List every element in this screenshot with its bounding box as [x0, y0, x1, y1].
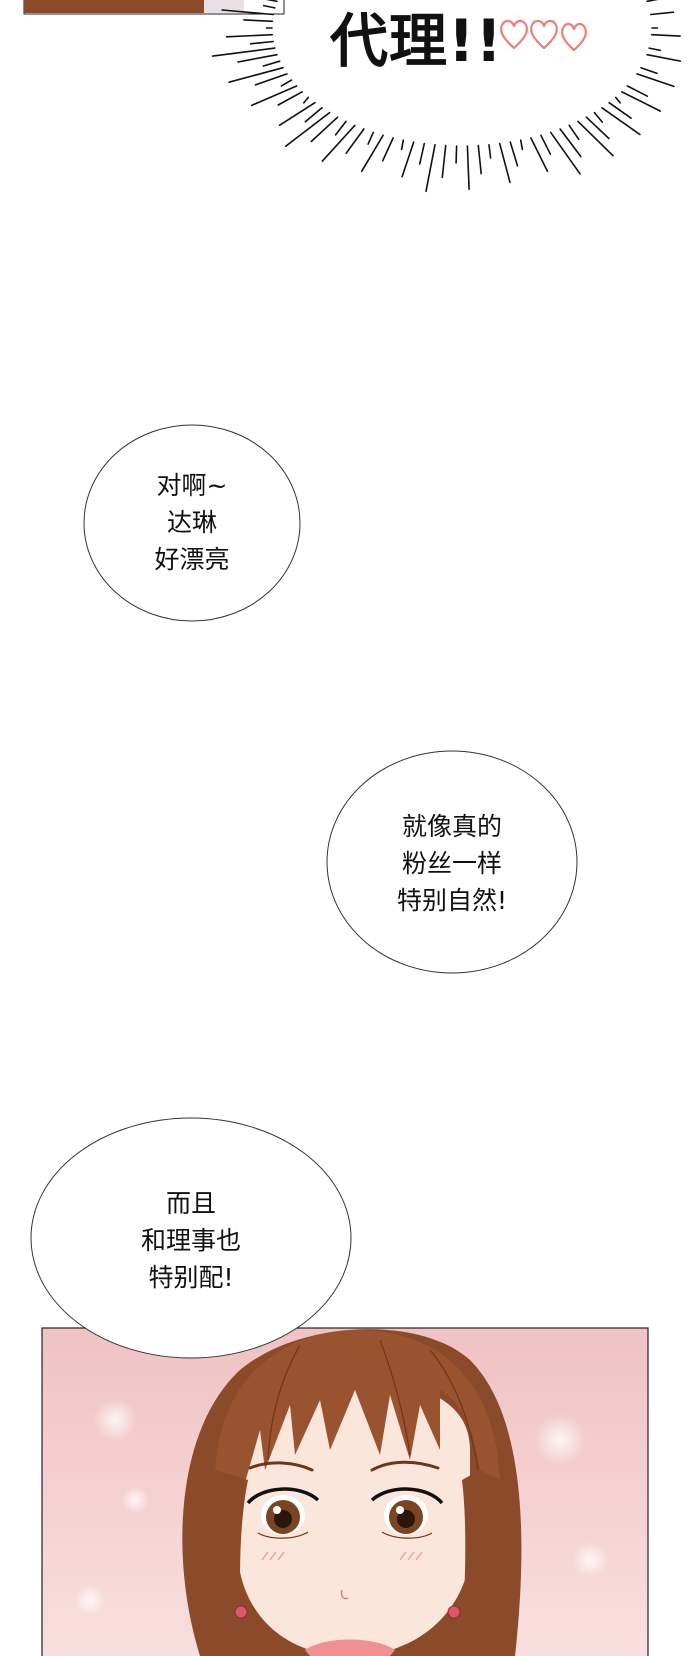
burst-line	[568, 124, 580, 141]
burst-line	[262, 60, 281, 67]
burst-line	[262, 4, 276, 9]
burst-line	[254, 73, 288, 86]
burst-line	[304, 107, 323, 123]
bubble-line: 特别自然!	[396, 886, 508, 915]
burst-line	[593, 111, 604, 123]
eye-right	[370, 1487, 444, 1539]
burst-line	[466, 145, 470, 190]
eyebrow-left	[248, 1461, 314, 1472]
burst-line	[519, 139, 524, 151]
bubble-line: 好漂亮	[154, 545, 230, 574]
burst-line	[360, 134, 384, 173]
burst-line	[530, 137, 549, 173]
hearts-decoration	[500, 19, 587, 52]
mouth	[305, 1639, 395, 1656]
burst-line	[280, 79, 293, 87]
eye-left	[246, 1487, 320, 1539]
heart-icon	[500, 19, 528, 50]
burst-line	[425, 144, 436, 193]
heart-icon	[561, 22, 587, 52]
burst-line	[626, 85, 649, 97]
shout-text: 代理!!	[330, 7, 503, 75]
bubble-1-text: 对啊~ 达琳 好漂亮	[112, 467, 272, 578]
heart-icon	[530, 19, 558, 50]
burst-line	[221, 9, 275, 16]
burst-line	[614, 96, 622, 104]
bubble-line: 达琳	[166, 508, 217, 537]
burst-line	[498, 142, 511, 184]
burst-line	[509, 141, 519, 167]
burst-line	[225, 33, 274, 38]
burst-line	[278, 101, 316, 127]
bubble-2-text: 就像真的 粉丝一样 特别自然!	[372, 808, 532, 919]
bubble-line: 就像真的	[401, 812, 502, 841]
burst-line	[265, 0, 278, 3]
burst-line	[277, 91, 304, 106]
earring-right	[447, 1605, 461, 1619]
shout-burst-lines	[211, 0, 682, 193]
burst-line	[250, 85, 298, 107]
burst-line	[243, 19, 274, 23]
burst-line	[577, 120, 614, 157]
burst-line	[559, 128, 582, 158]
burst-line	[488, 144, 492, 159]
bubble-line: 而且	[165, 1189, 216, 1218]
burst-line	[334, 120, 347, 136]
burst-line	[640, 66, 658, 75]
burst-line	[321, 124, 356, 162]
speech-bubble-3	[30, 1117, 352, 1359]
burst-line	[549, 131, 581, 175]
burst-line	[401, 141, 415, 178]
burst-line	[228, 66, 284, 83]
burst-line	[477, 144, 483, 175]
burst-line	[249, 40, 275, 45]
burst-line	[649, 11, 675, 16]
burst-line	[302, 96, 310, 104]
burst-line	[367, 131, 375, 145]
burst-line	[608, 101, 632, 119]
eyebrow-right	[370, 1460, 440, 1472]
burst-line	[648, 47, 662, 52]
burst-line	[646, 53, 682, 62]
character-girl	[182, 1329, 522, 1656]
burst-line	[620, 91, 662, 112]
burst-line	[345, 128, 365, 154]
burst-line	[540, 134, 552, 155]
bubble-line: 和理事也	[140, 1226, 241, 1255]
bubble-line: 对啊~	[156, 471, 228, 500]
burst-line	[601, 107, 641, 136]
burst-line	[284, 111, 331, 148]
earring-left	[234, 1605, 248, 1619]
bubble-line: 特别配!	[148, 1263, 234, 1292]
burst-line	[636, 73, 675, 88]
speech-bubble-1	[83, 424, 301, 622]
burst-line	[418, 142, 426, 165]
burst-line	[455, 145, 458, 164]
burst-line	[400, 139, 405, 151]
speech-bubble-2	[326, 750, 578, 974]
burst-line	[646, 0, 659, 3]
burst-line	[211, 47, 276, 57]
burst-line	[441, 144, 447, 179]
nose	[340, 1589, 349, 1600]
burst-line	[310, 116, 339, 143]
bubble-3-text: 而且 和理事也 特别配!	[111, 1185, 271, 1296]
burst-line	[381, 137, 394, 162]
previous-panel-remnant	[23, 0, 285, 15]
burst-line	[237, 53, 278, 63]
burst-line	[650, 33, 681, 37]
burst-line	[585, 116, 610, 140]
bubble-line: 粉丝一样	[401, 849, 502, 878]
